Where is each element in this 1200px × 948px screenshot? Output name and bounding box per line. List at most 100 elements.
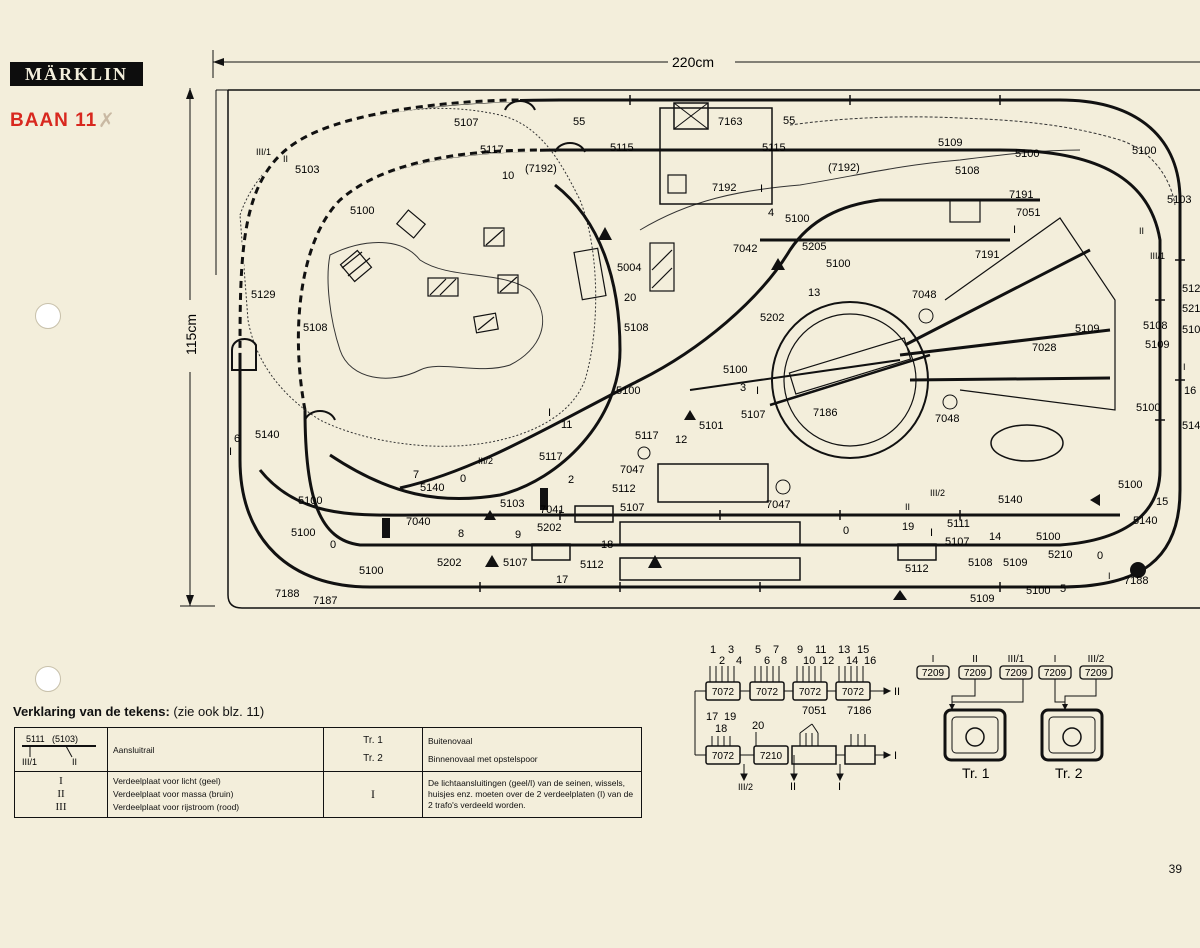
layout-title: BAAN 11 (10, 110, 98, 131)
svg-text:II: II (972, 654, 978, 665)
part-label: 7047 (766, 499, 790, 511)
part-label: 5100 (616, 385, 640, 397)
part-label: 5101 (699, 420, 723, 432)
part-label: 5004 (617, 262, 641, 274)
part-label: 512 (1182, 283, 1200, 295)
part-label: 7192 (712, 182, 736, 194)
part-label: I (756, 385, 759, 397)
part-label: (7192) (525, 163, 557, 175)
svg-text:14: 14 (846, 655, 858, 667)
part-label: 7187 (313, 595, 337, 607)
part-label: 5103 (295, 164, 319, 176)
part-label: 5100 (1026, 585, 1050, 597)
legend-mid: I (323, 771, 423, 818)
punch-hole (35, 303, 61, 329)
svg-text:2: 2 (719, 655, 725, 667)
part-label: 5140 (420, 482, 444, 494)
part-label: 5109 (1075, 323, 1099, 335)
part-label: 5140 (255, 429, 279, 441)
part-label: 5107 (741, 409, 765, 421)
part-label: 5202 (537, 522, 561, 534)
part-label: 5140 (1133, 515, 1157, 527)
part-label: 55 (573, 116, 585, 128)
part-label: 18 (601, 539, 613, 551)
svg-text:III/1: III/1 (22, 757, 37, 767)
part-label: 5117 (635, 430, 659, 442)
svg-text:7209: 7209 (1005, 668, 1028, 679)
part-label: 7 (413, 469, 419, 481)
svg-text:19: 19 (724, 711, 736, 723)
part-label: 5111 (947, 518, 970, 530)
svg-text:7072: 7072 (756, 687, 779, 698)
part-label: 11 (561, 419, 572, 431)
part-label: 5100 (1036, 531, 1060, 543)
part-label: 5107 (945, 536, 969, 548)
svg-text:5111: 5111 (26, 734, 45, 744)
part-label: III/1 (256, 147, 271, 157)
legend-symbol-connector: 5111 (5103) III/1 II (14, 727, 108, 772)
part-label: 0 (843, 525, 849, 537)
height-dimension: 115cm (183, 314, 199, 355)
part-label: 7048 (935, 413, 959, 425)
part-label: 5112 (905, 563, 929, 575)
part-label: 7188 (275, 588, 299, 600)
svg-text:11: 11 (815, 644, 826, 656)
part-label: III/1 (1150, 251, 1165, 261)
legend-distribution-items: Verdeelplaat voor licht (geel)Verdeelpla… (107, 771, 324, 818)
part-label: 2 (568, 474, 574, 486)
svg-text:5: 5 (755, 644, 761, 656)
part-label: 5100 (723, 364, 747, 376)
wire-out: II (894, 686, 900, 698)
part-label: 5117 (480, 144, 504, 156)
part-label: 5107 (454, 117, 478, 129)
svg-text:7209: 7209 (922, 668, 945, 679)
part-label: 7048 (912, 289, 936, 301)
part-label: 5109 (970, 593, 994, 605)
part-label: I (229, 446, 232, 458)
svg-text:17: 17 (706, 711, 718, 723)
part-label: 5100 (298, 495, 322, 507)
part-label: 10 (502, 170, 514, 182)
part-label: 5108 (1143, 320, 1167, 332)
width-dimension: 220cm (672, 54, 714, 70)
part-label: 5100 (1132, 145, 1156, 157)
part-label: 5100 (291, 527, 315, 539)
part-label: 55 (783, 115, 795, 127)
wire-out: I (838, 781, 841, 790)
page-number: 39 (1168, 862, 1182, 876)
part-label: 0 (1097, 550, 1103, 562)
part-label: I (930, 527, 933, 539)
legend-note: De lichtaansluitingen (geel/I) van de se… (422, 771, 642, 818)
part-label: 5103 (500, 498, 524, 510)
part-label: 4 (768, 207, 774, 219)
part-label: 5 (1060, 583, 1066, 595)
part-label: 5109 (1145, 339, 1169, 351)
part-label: II (1139, 226, 1144, 236)
part-label: 6 (234, 433, 240, 445)
svg-text:III/2: III/2 (1088, 654, 1105, 665)
pencil-mark: ✗ (98, 110, 115, 132)
wire-out: II (790, 781, 796, 790)
svg-text:7: 7 (773, 644, 779, 656)
wire-out: I (894, 750, 897, 762)
part-label: 17 (556, 574, 568, 586)
svg-text:7072: 7072 (842, 687, 865, 698)
part-label: 5103 (1167, 194, 1191, 206)
svg-text:7051: 7051 (802, 705, 826, 717)
part-label: 7051 (1016, 207, 1040, 219)
part-label: 14 (989, 531, 1001, 543)
part-label: 5108 (955, 165, 979, 177)
part-label: 5210 (1048, 549, 1072, 561)
part-label: 16 (1184, 385, 1196, 397)
svg-text:(5103): (5103) (52, 734, 78, 744)
legend-desc: Aansluitrail (107, 727, 324, 772)
part-label: 5107 (620, 502, 644, 514)
part-label: 7041 (540, 504, 564, 516)
part-label: 5100 (359, 565, 383, 577)
part-label: 521 (1182, 303, 1200, 315)
svg-text:20: 20 (752, 720, 764, 732)
part-label: 5112 (612, 483, 636, 495)
